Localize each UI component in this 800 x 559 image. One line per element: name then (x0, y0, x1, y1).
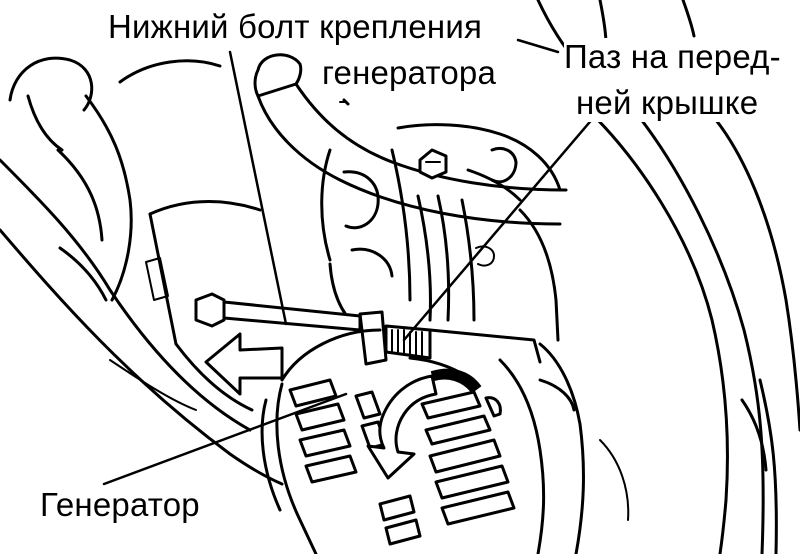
engine-bracket (320, 123, 562, 342)
lower-bolt (194, 292, 382, 332)
lower-bolt-label-line2: генератора (322, 54, 497, 92)
generator-label: Генератор (40, 486, 200, 524)
left-body-structure (0, 56, 284, 486)
groove-label-line2: ней крышке (576, 84, 759, 122)
leader-lines (102, 38, 602, 486)
rotation-arrow (366, 368, 482, 480)
front-cover-groove (358, 310, 542, 366)
alternator-body (260, 328, 585, 556)
lower-bolt-label-line1: Нижний болт крепления (108, 8, 483, 46)
right-coolant-pipe (584, 106, 800, 556)
groove-label-line1: Паз на перед- (564, 38, 781, 76)
removal-direction-arrow (204, 332, 284, 396)
top-center-pipe (253, 53, 568, 226)
